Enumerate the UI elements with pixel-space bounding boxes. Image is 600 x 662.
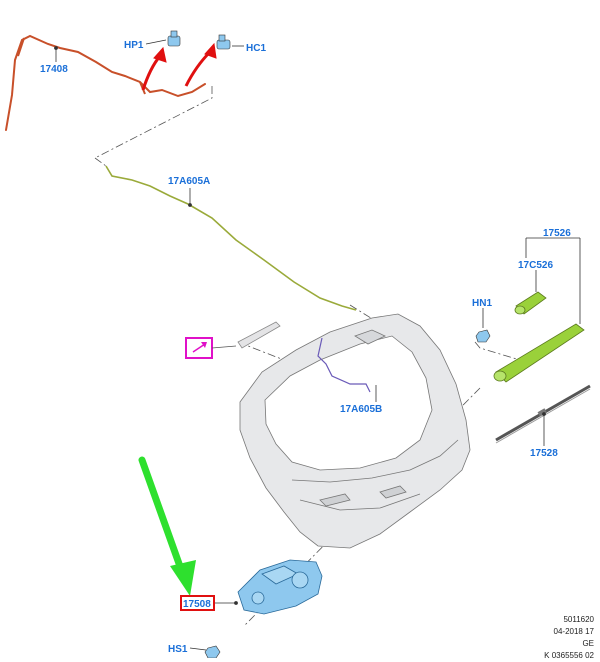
footer-code: 5011620 04-2018 17 GE K 0365556 02 [544,614,594,662]
label-hc1: HC1 [246,43,266,54]
connector-hp1-icon [167,30,181,47]
footer-line-2: 04-2018 17 [553,627,594,636]
label-hn1: HN1 [472,298,492,309]
wiper-arm-cap [514,291,547,315]
wiper-arm [493,323,585,383]
label-17c526: 17C526 [518,260,553,271]
washer-hose [5,34,206,131]
green-highlight-arrow [138,456,196,596]
label-leaders [54,39,581,651]
label-17a605b: 17A605B [340,404,382,415]
washer-tube [105,165,357,311]
label-17a605a: 17A605A [168,176,210,187]
footer-line-4: K 0365556 02 [544,651,594,660]
screw-hs1-icon [204,645,221,658]
tailgate [239,313,471,549]
label-17526: 17526 [543,228,571,239]
footer-line-1: 5011620 [563,615,594,624]
red-arrows [141,42,217,91]
footer-line-3: GE [582,639,594,648]
label-17528: 17528 [530,448,558,459]
label-17408: 17408 [40,64,68,75]
label-hs1: HS1 [168,644,188,655]
trim-bracket [237,321,281,349]
wiper-motor [237,559,323,615]
label-hp1: HP1 [124,40,144,51]
magenta-callout-icon [185,337,213,359]
label-17508: 17508 [183,599,211,610]
washer-tube-b [317,337,371,393]
connector-hc1-icon [216,34,231,50]
nut-hn1-icon [475,329,491,343]
motor-label-highlight [180,595,215,611]
